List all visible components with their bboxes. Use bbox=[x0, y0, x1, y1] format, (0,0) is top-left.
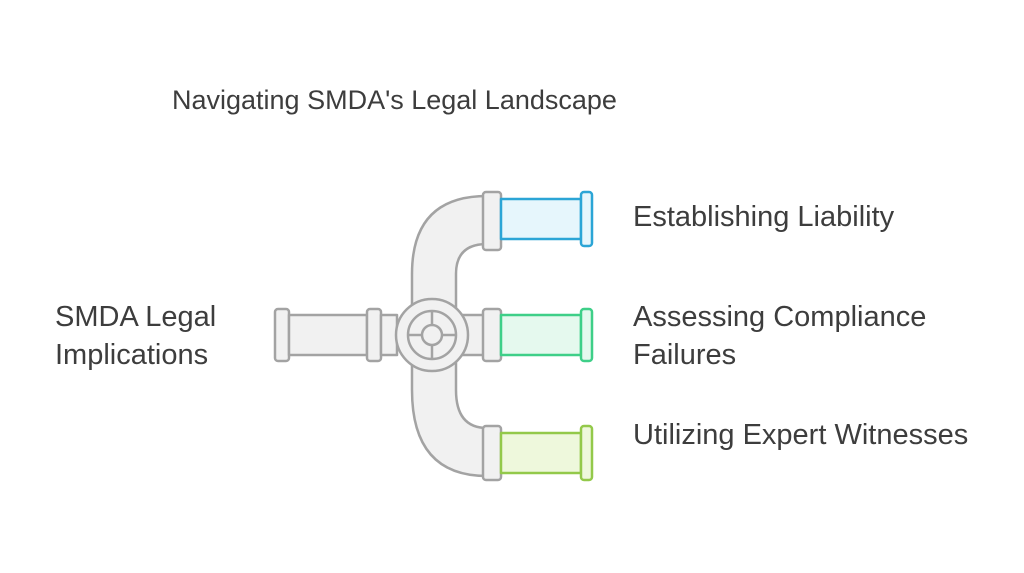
input-pipe-coupling bbox=[365, 307, 383, 363]
branch-label-liability: Establishing Liability bbox=[633, 201, 895, 233]
outlet-cap-liability bbox=[579, 190, 594, 248]
outlet-cap-compliance bbox=[579, 307, 594, 363]
outlet-pipe-compliance bbox=[499, 313, 583, 357]
outlet-cap-expert bbox=[579, 424, 594, 482]
top-outlet-coupling bbox=[481, 190, 503, 252]
branch-label-compliance: Assessing Compliance Failures bbox=[633, 301, 927, 371]
source-label: SMDA Legal Implications bbox=[55, 301, 217, 371]
input-pipe-neck bbox=[379, 313, 399, 357]
outlet-pipe-expert bbox=[499, 431, 583, 475]
outlet-pipe-liability bbox=[499, 197, 583, 241]
input-pipe-cap bbox=[273, 307, 291, 363]
middle-outlet-coupling bbox=[481, 307, 503, 363]
bottom-outlet-coupling bbox=[481, 424, 503, 482]
branch-label-expert: Utilizing Expert Witnesses bbox=[633, 419, 969, 451]
input-pipe bbox=[287, 313, 369, 357]
valve-hub bbox=[420, 323, 444, 347]
page-title: Navigating SMDA's Legal Landscape bbox=[172, 85, 617, 115]
